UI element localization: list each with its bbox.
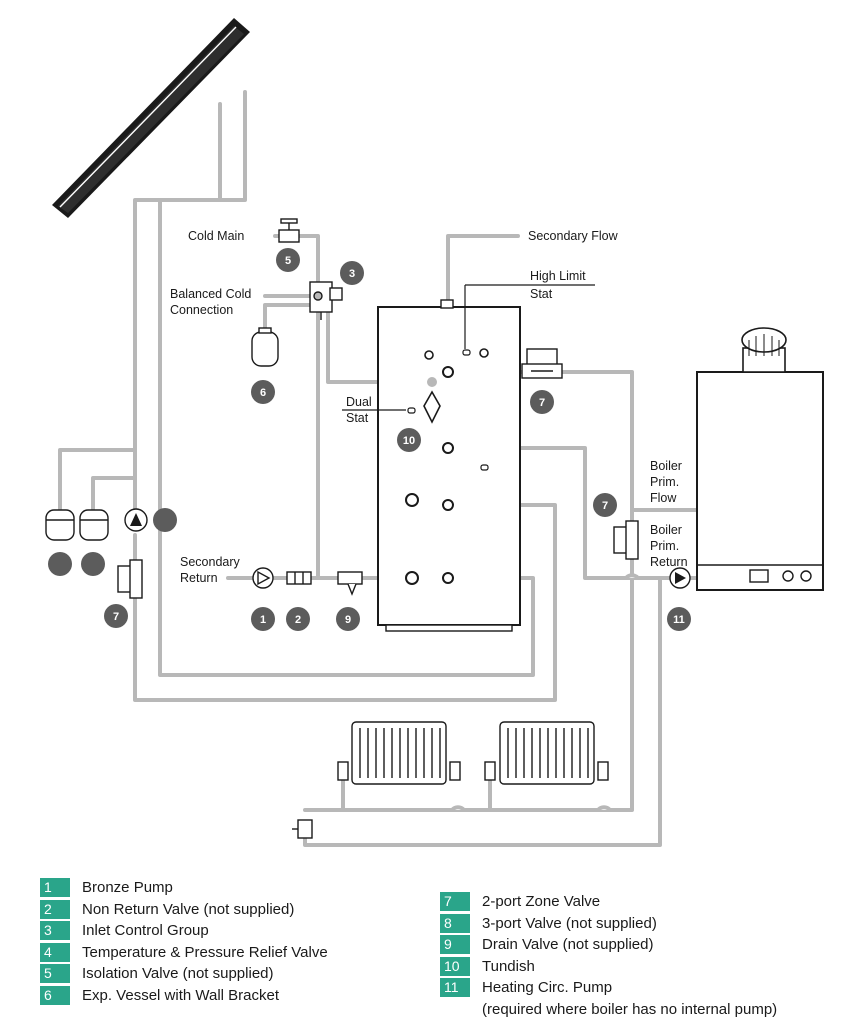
legend-item: 6 Exp. Vessel with Wall Bracket xyxy=(40,985,328,1007)
legend-item: 4 Temperature & Pressure Relief Valve xyxy=(40,942,328,964)
secondary-flow-pipe xyxy=(446,234,520,305)
legend-item: 11 Heating Circ. Pump xyxy=(440,977,777,999)
label-secondary-flow: Secondary Flow xyxy=(528,229,619,243)
legend-item: 10 Tundish xyxy=(440,956,777,978)
legend-num: 2 xyxy=(40,899,70,919)
crossover-2 xyxy=(596,805,612,812)
label-boiler-return-3: Return xyxy=(650,555,688,569)
legend-item: 7 2-port Zone Valve xyxy=(440,891,777,913)
tundish-icon xyxy=(423,390,441,424)
rad-flow-pipe xyxy=(303,578,634,812)
badge-10: 10 xyxy=(403,435,415,447)
radiator-2-icon xyxy=(484,721,609,785)
badge-6: 6 xyxy=(260,387,266,399)
non-return-valve-icon xyxy=(286,571,312,585)
solar-pipe-left xyxy=(58,102,222,514)
legend-note: (required where boiler has no internal p… xyxy=(482,1000,778,1018)
label-secondary-return-2: Return xyxy=(180,571,218,585)
legend-text: Bronze Pump xyxy=(82,879,173,897)
solar-panel-icon xyxy=(52,18,250,218)
hot-water-cylinder xyxy=(377,299,521,632)
label-boiler-return-1: Boiler xyxy=(650,523,682,537)
label-dual-2: Stat xyxy=(346,411,369,425)
crossover-1 xyxy=(450,805,466,812)
label-high-limit-2: Stat xyxy=(530,287,553,301)
solar-pipe-vessel2 xyxy=(91,476,137,514)
legend-num: 1 xyxy=(40,878,70,898)
drain-valve-icon xyxy=(337,571,363,596)
badge-7-zone: 7 xyxy=(539,397,545,409)
return-zone-valve-icon xyxy=(613,520,639,560)
isolation-valve-icon xyxy=(278,218,300,243)
legend-num: 10 xyxy=(440,956,470,976)
legend-num: 11 xyxy=(440,978,470,998)
legend-text: Tundish xyxy=(482,957,535,975)
badge-3: 3 xyxy=(349,268,355,280)
legend-num: 7 xyxy=(440,892,470,912)
legend-text: Exp. Vessel with Wall Bracket xyxy=(82,986,280,1004)
number-badges: 5 3 6 7 10 7 7 1 2 9 11 xyxy=(104,248,691,631)
legend-right: 7 2-port Zone Valve 8 3-port Valve (not su… xyxy=(440,891,777,1020)
legend-num: 6 xyxy=(40,985,70,1005)
legend-num: 9 xyxy=(440,935,470,955)
inlet-control-group-icon xyxy=(309,281,343,320)
rad-circuit-valve-icon xyxy=(292,819,313,839)
boiler-icon xyxy=(696,327,824,591)
label-boiler-flow-3: Flow xyxy=(650,491,677,505)
legend-item: 5 Isolation Valve (not supplied) xyxy=(40,963,328,985)
bronze-pump-icon xyxy=(252,567,274,589)
legend-text: 3-port Valve (not supplied) xyxy=(482,914,657,932)
legend-item: 2 Non Return Valve (not supplied) xyxy=(40,899,328,921)
label-boiler-return-2: Prim. xyxy=(650,539,679,553)
legend-num: 4 xyxy=(40,942,70,962)
radiator-1-icon xyxy=(337,721,461,785)
legend-item: 3 Inlet Control Group xyxy=(40,920,328,942)
legend-text: Non Return Valve (not supplied) xyxy=(82,900,295,918)
legend-item: 1 Bronze Pump xyxy=(40,877,328,899)
crossover-3 xyxy=(624,573,640,580)
badge-11: 11 xyxy=(673,614,685,626)
label-boiler-flow-1: Boiler xyxy=(650,459,682,473)
label-balanced-cold-2: Connection xyxy=(170,303,233,317)
pipe-crossovers xyxy=(450,573,640,812)
label-secondary-return-1: Secondary xyxy=(180,555,241,569)
badge-1: 1 xyxy=(260,614,266,626)
solar-expansion-vessel-icon xyxy=(45,509,109,541)
legend-num: 5 xyxy=(40,964,70,984)
label-cold-main: Cold Main xyxy=(188,229,244,243)
solar-vessel-marker-1 xyxy=(48,552,72,576)
legend-item: 8 3-port Valve (not supplied) xyxy=(440,913,777,935)
legend-text: Drain Valve (not supplied) xyxy=(482,936,654,954)
legend-text: Temperature & Pressure Relief Valve xyxy=(82,943,328,961)
badge-5: 5 xyxy=(285,255,291,267)
badge-7-solar: 7 xyxy=(113,611,119,623)
solar-pipe-right xyxy=(158,90,535,677)
expansion-pipe xyxy=(263,303,320,334)
solar-vessel-marker-2 xyxy=(81,552,105,576)
legend-text: 2-port Zone Valve xyxy=(482,893,601,911)
label-boiler-flow-2: Prim. xyxy=(650,475,679,489)
legend-num: 8 xyxy=(440,913,470,933)
heating-circ-pump-icon xyxy=(669,567,691,589)
leader-lines xyxy=(342,284,595,411)
badge-7-return: 7 xyxy=(602,500,608,512)
label-dual-1: Dual xyxy=(346,395,372,409)
diagram-labels: Cold Main Balanced Cold Connection Secon… xyxy=(170,229,688,585)
badge-2: 2 xyxy=(295,614,301,626)
label-high-limit-1: High Limit xyxy=(530,269,586,283)
badge-9: 9 xyxy=(345,614,351,626)
legend-left: 1 Bronze Pump 2 Non Return Valve (not supp… xyxy=(40,877,328,1006)
expansion-vessel-icon xyxy=(251,327,279,367)
solar-zone-valve-icon xyxy=(117,559,143,599)
legend-text: Isolation Valve (not supplied) xyxy=(82,965,274,983)
legend-text: Inlet Control Group xyxy=(82,922,209,940)
solar-controller-marker xyxy=(153,508,177,532)
legend-item: 9 Drain Valve (not supplied) xyxy=(440,934,777,956)
label-balanced-cold-1: Balanced Cold xyxy=(170,287,251,301)
primary-zone-valve-icon xyxy=(521,348,563,379)
legend-text: Heating Circ. Pump xyxy=(482,979,613,997)
legend-num: 3 xyxy=(40,921,70,941)
solar-pump-icon xyxy=(124,508,148,532)
